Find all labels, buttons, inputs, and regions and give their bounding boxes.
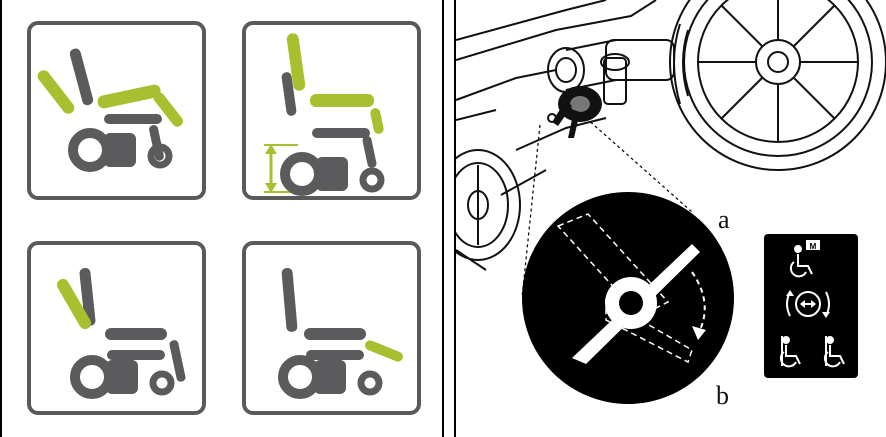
adjustment-pictogram-panel xyxy=(0,0,444,437)
drawing-panel: a b M xyxy=(454,0,886,437)
frame-drawing xyxy=(456,0,675,271)
wheelchair-recline-icon xyxy=(57,268,186,394)
rear-wheel-drawing xyxy=(669,0,886,171)
wheelchair-lift-icon xyxy=(264,33,385,193)
magnified-lever-view xyxy=(522,192,734,404)
release-lever-drawing xyxy=(547,86,602,138)
tile-legrest xyxy=(242,241,421,415)
front-wheel-drawing xyxy=(456,149,521,261)
pictogram-grid xyxy=(27,21,421,415)
tile-tilt xyxy=(27,21,206,200)
manual-release-drawing: a b M xyxy=(456,0,886,410)
mode-badge: M xyxy=(810,242,817,251)
wheelchair-legrest-icon xyxy=(281,268,403,394)
callout-lines xyxy=(521,117,693,299)
label-a: a xyxy=(718,205,730,234)
wheelchair-drive-icon xyxy=(823,336,845,368)
label-b: b xyxy=(716,381,729,410)
control-panel: M xyxy=(764,234,858,378)
wheelchair-tilt-icon xyxy=(37,48,184,167)
wheelchair-manual-mode-icon xyxy=(789,240,820,278)
tile-lift xyxy=(242,21,421,200)
tile-recline xyxy=(27,241,206,415)
wheelchair-drive-icon xyxy=(779,336,801,368)
rotate-arrows-icon xyxy=(786,290,830,318)
